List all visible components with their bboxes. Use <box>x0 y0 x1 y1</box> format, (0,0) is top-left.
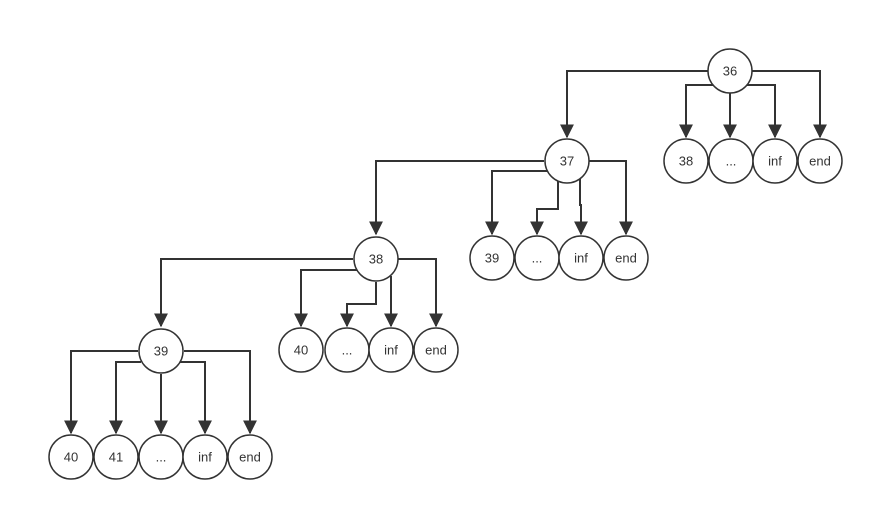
edge-36-to-end <box>752 70 827 139</box>
node-39-child-end: end <box>227 434 273 480</box>
node-label: 39 <box>485 251 499 266</box>
edge-38-to-dots <box>340 282 377 328</box>
node-label: ... <box>156 450 167 465</box>
node-label: end <box>425 343 447 358</box>
node-39-child-dots: ... <box>138 434 184 480</box>
edge-38-to-40 <box>294 269 358 328</box>
node-38-child-dots: ... <box>324 327 370 373</box>
node-38-child-end: end <box>413 327 459 373</box>
edge-37-to-inf <box>574 179 588 236</box>
node-38-label: 38 <box>369 252 383 267</box>
node-label: 38 <box>679 154 693 169</box>
edge-39-to-end <box>184 350 257 435</box>
node-label: inf <box>768 154 782 169</box>
edge-39-to-40 <box>64 350 138 435</box>
node-39-label: 39 <box>154 344 168 359</box>
node-label: inf <box>574 251 588 266</box>
node-label: ... <box>726 154 737 169</box>
node-label: 40 <box>294 343 308 358</box>
edge-36-to-inf <box>742 84 782 139</box>
node-36: 36 <box>707 48 753 94</box>
node-label: inf <box>384 343 398 358</box>
node-36-child-inf: inf <box>752 138 798 184</box>
node-37-child-end: end <box>603 235 649 281</box>
node-label: ... <box>532 251 543 266</box>
edge-37-to-dots <box>530 181 559 236</box>
node-label: end <box>809 154 831 169</box>
edges <box>64 70 827 435</box>
nodes: 36 38 ... inf end 37 39 ... <box>48 48 843 480</box>
edge-36-to-37 <box>560 70 708 139</box>
node-37-child-39: 39 <box>469 235 515 281</box>
edge-37-to-38 <box>369 160 544 236</box>
edge-37-to-39 <box>485 170 548 236</box>
edge-39-to-inf <box>180 361 212 435</box>
node-39: 39 <box>138 328 184 374</box>
node-38-child-inf: inf <box>368 327 414 373</box>
node-39-child-41: 41 <box>93 434 139 480</box>
node-label: end <box>615 251 637 266</box>
node-36-child-dots: ... <box>708 138 754 184</box>
node-39-child-40: 40 <box>48 434 94 480</box>
node-label: end <box>239 450 261 465</box>
edge-38-to-39 <box>154 258 353 328</box>
edge-38-to-end <box>398 258 443 328</box>
node-37-child-dots: ... <box>514 235 560 281</box>
node-label: inf <box>198 450 212 465</box>
node-36-child-end: end <box>797 138 843 184</box>
node-label: 40 <box>64 450 78 465</box>
node-36-child-38: 38 <box>663 138 709 184</box>
node-37-child-inf: inf <box>558 235 604 281</box>
node-39-child-inf: inf <box>182 434 228 480</box>
edge-39-to-41 <box>109 361 141 435</box>
edge-36-to-38 <box>679 84 718 139</box>
node-38: 38 <box>353 236 399 282</box>
node-label: 41 <box>109 450 123 465</box>
node-37: 37 <box>544 138 590 184</box>
node-36-label: 36 <box>723 64 737 79</box>
node-37-label: 37 <box>560 154 574 169</box>
node-38-child-40: 40 <box>278 327 324 373</box>
edge-37-to-end <box>589 160 633 236</box>
node-label: ... <box>342 343 353 358</box>
